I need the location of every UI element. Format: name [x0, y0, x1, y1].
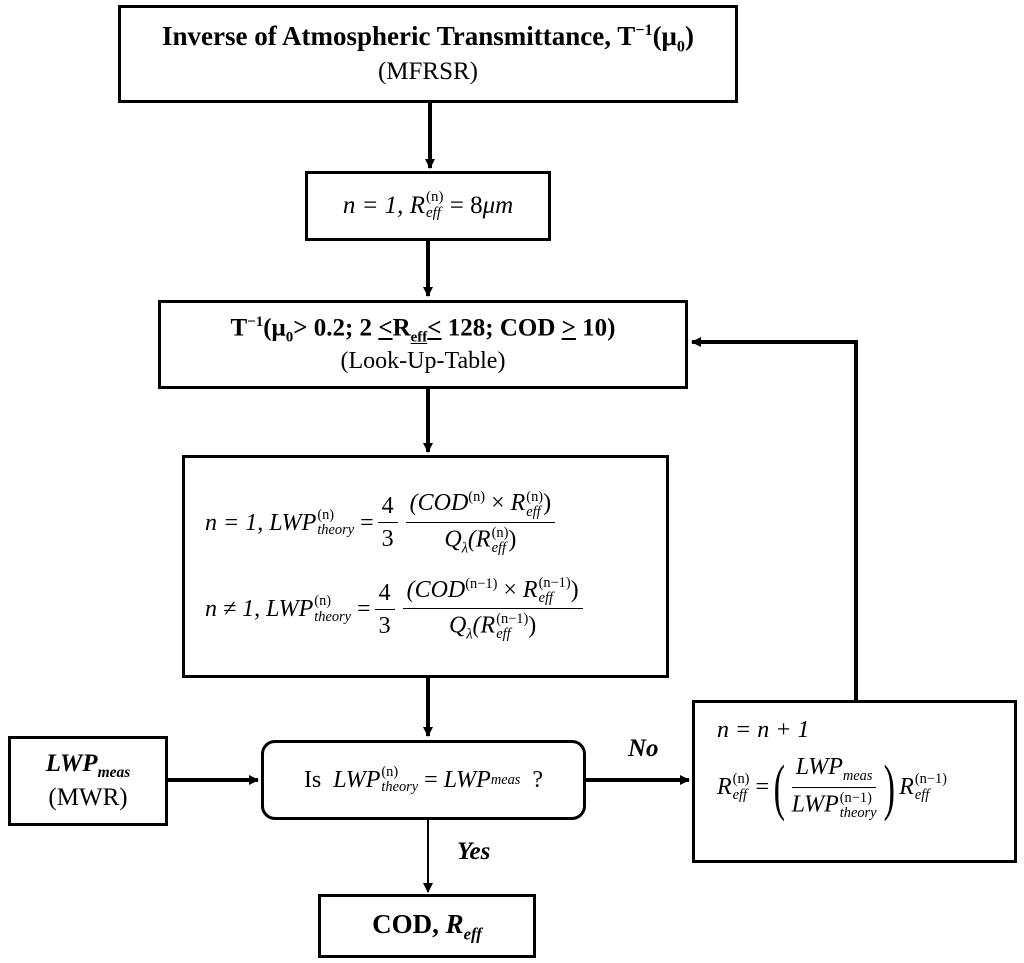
lut-caption: (Look-Up-Table)	[340, 347, 506, 374]
lwp-meas-box: LWPmeas (MWR)	[8, 736, 168, 826]
start-source: (MFRSR)	[377, 57, 479, 85]
update-reff-equation: R(n)eff = ( LWPmeas LWP(n−1)theory ) R(n…	[717, 753, 947, 822]
lut-conditions: T−1(μ0> 0.2; 2 <Reff< 128; COD > 10)	[230, 314, 616, 346]
update-increment: n = n + 1	[717, 717, 810, 743]
label-no: No	[628, 735, 659, 762]
end-box: COD, Reff	[318, 894, 536, 958]
lwp-meas-source: (MWR)	[48, 783, 128, 811]
start-title: Inverse of Atmospheric Transmittance, T−…	[162, 21, 694, 56]
label-yes: Yes	[457, 838, 491, 865]
end-output: COD, Reff	[372, 908, 482, 944]
lwp-meas-label: LWPmeas	[45, 750, 131, 782]
start-box: Inverse of Atmospheric Transmittance, T−…	[118, 5, 738, 103]
update-box: n = n + 1 R(n)eff = ( LWPmeas LWP(n−1)th…	[692, 700, 1017, 863]
arrow-update-loop-back	[691, 337, 858, 700]
lut-box: T−1(μ0> 0.2; 2 <Reff< 128; COD > 10) (Lo…	[158, 300, 688, 389]
